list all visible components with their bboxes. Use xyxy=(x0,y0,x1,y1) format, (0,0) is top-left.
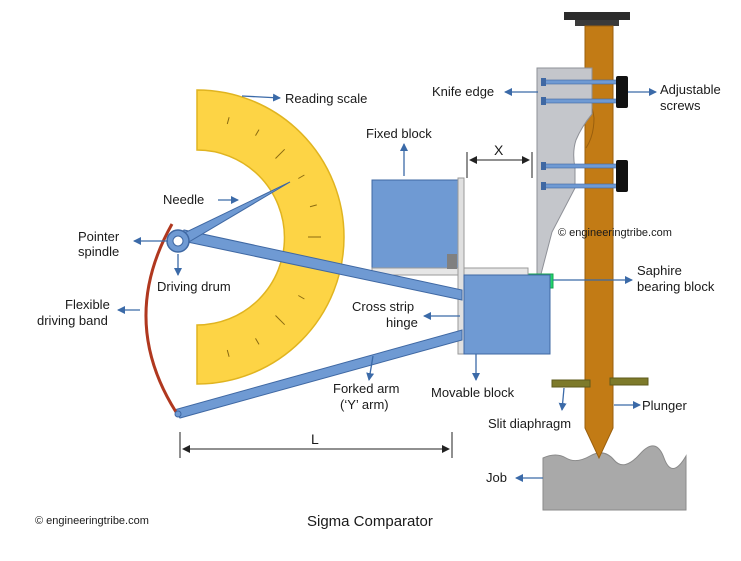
flexible-driving-band xyxy=(144,223,178,413)
slit-diaphragm-left xyxy=(551,379,591,388)
scale-tick xyxy=(226,117,230,125)
pointer-spindle xyxy=(172,235,184,247)
flexible-band-label-1: Flexible xyxy=(65,297,110,312)
scale-tick xyxy=(255,129,260,136)
x-dimension-label: X xyxy=(494,142,504,158)
screw-nut xyxy=(541,97,546,105)
slit-diaphragm-label: Slit diaphragm xyxy=(488,416,571,431)
driving-drum-label: Driving drum xyxy=(157,279,231,294)
plunger-cap xyxy=(564,12,630,20)
dimension-x xyxy=(466,152,533,178)
screw-rod xyxy=(544,79,628,85)
fixed-block-base xyxy=(371,267,529,276)
diagram-title: Sigma Comparator xyxy=(307,513,433,530)
slit-diaphragm-right xyxy=(609,377,649,386)
reading-scale-arc xyxy=(196,89,345,385)
plunger-label: Plunger xyxy=(642,398,687,413)
screw-rod xyxy=(544,98,628,104)
scale-tick xyxy=(226,349,230,357)
fixed-block xyxy=(371,179,461,269)
callout-arrows xyxy=(117,88,657,482)
job-label: Job xyxy=(486,470,507,485)
scale-tick xyxy=(275,148,286,159)
scale-tick xyxy=(255,338,260,345)
movable-block xyxy=(463,274,551,355)
adjustable-screws-label-1: Adjustable xyxy=(660,82,721,97)
adjustable-screws xyxy=(541,76,628,192)
saphire-label-2: bearing block xyxy=(637,279,715,294)
adjustable-screws-label-2: screws xyxy=(660,98,701,113)
screw-nut xyxy=(541,162,546,170)
reading-scale-label: Reading scale xyxy=(285,91,367,106)
dimension-l xyxy=(179,432,453,458)
forked-arm-label-1: Forked arm xyxy=(333,381,399,396)
scale-tick xyxy=(298,174,305,179)
screw-head xyxy=(616,76,628,108)
fixed-block-label: Fixed block xyxy=(366,126,432,141)
cross-strip-label-1: Cross strip xyxy=(352,299,414,314)
movable-block-label: Movable block xyxy=(431,385,515,400)
cross-strip-label-2: hinge xyxy=(386,315,418,330)
pointer-spindle-label-1: Pointer xyxy=(78,229,120,244)
flexible-band-label-2: driving band xyxy=(37,313,108,328)
screw-nut xyxy=(541,182,546,190)
watermark-mid: © engineeringtribe.com xyxy=(558,227,672,239)
cross-strip-hinge-plate xyxy=(457,177,465,355)
pointer-spindle-label-2: spindle xyxy=(78,244,119,259)
screw-head xyxy=(616,160,628,192)
forked-arm-label-2: (‘Y’ arm) xyxy=(340,397,389,412)
screw-nut xyxy=(541,78,546,86)
needle-label: Needle xyxy=(163,192,204,207)
arm-pivot xyxy=(174,410,182,418)
knife-edge-label: Knife edge xyxy=(432,84,494,99)
scale-tick xyxy=(309,204,317,208)
scale-tick xyxy=(298,295,305,300)
plunger-collar xyxy=(575,20,619,26)
hinge-strip xyxy=(447,254,457,269)
job-workpiece xyxy=(542,445,687,511)
knife-edge-piece xyxy=(536,67,593,279)
screw-rod xyxy=(544,183,628,189)
screw-rod xyxy=(544,163,628,169)
scale-tick xyxy=(275,315,286,326)
saphire-label-1: Saphire xyxy=(637,263,682,278)
reading-scale-ticks xyxy=(226,117,321,357)
l-dimension-label: L xyxy=(311,431,319,447)
watermark-bottom: © engineeringtribe.com xyxy=(35,515,149,527)
